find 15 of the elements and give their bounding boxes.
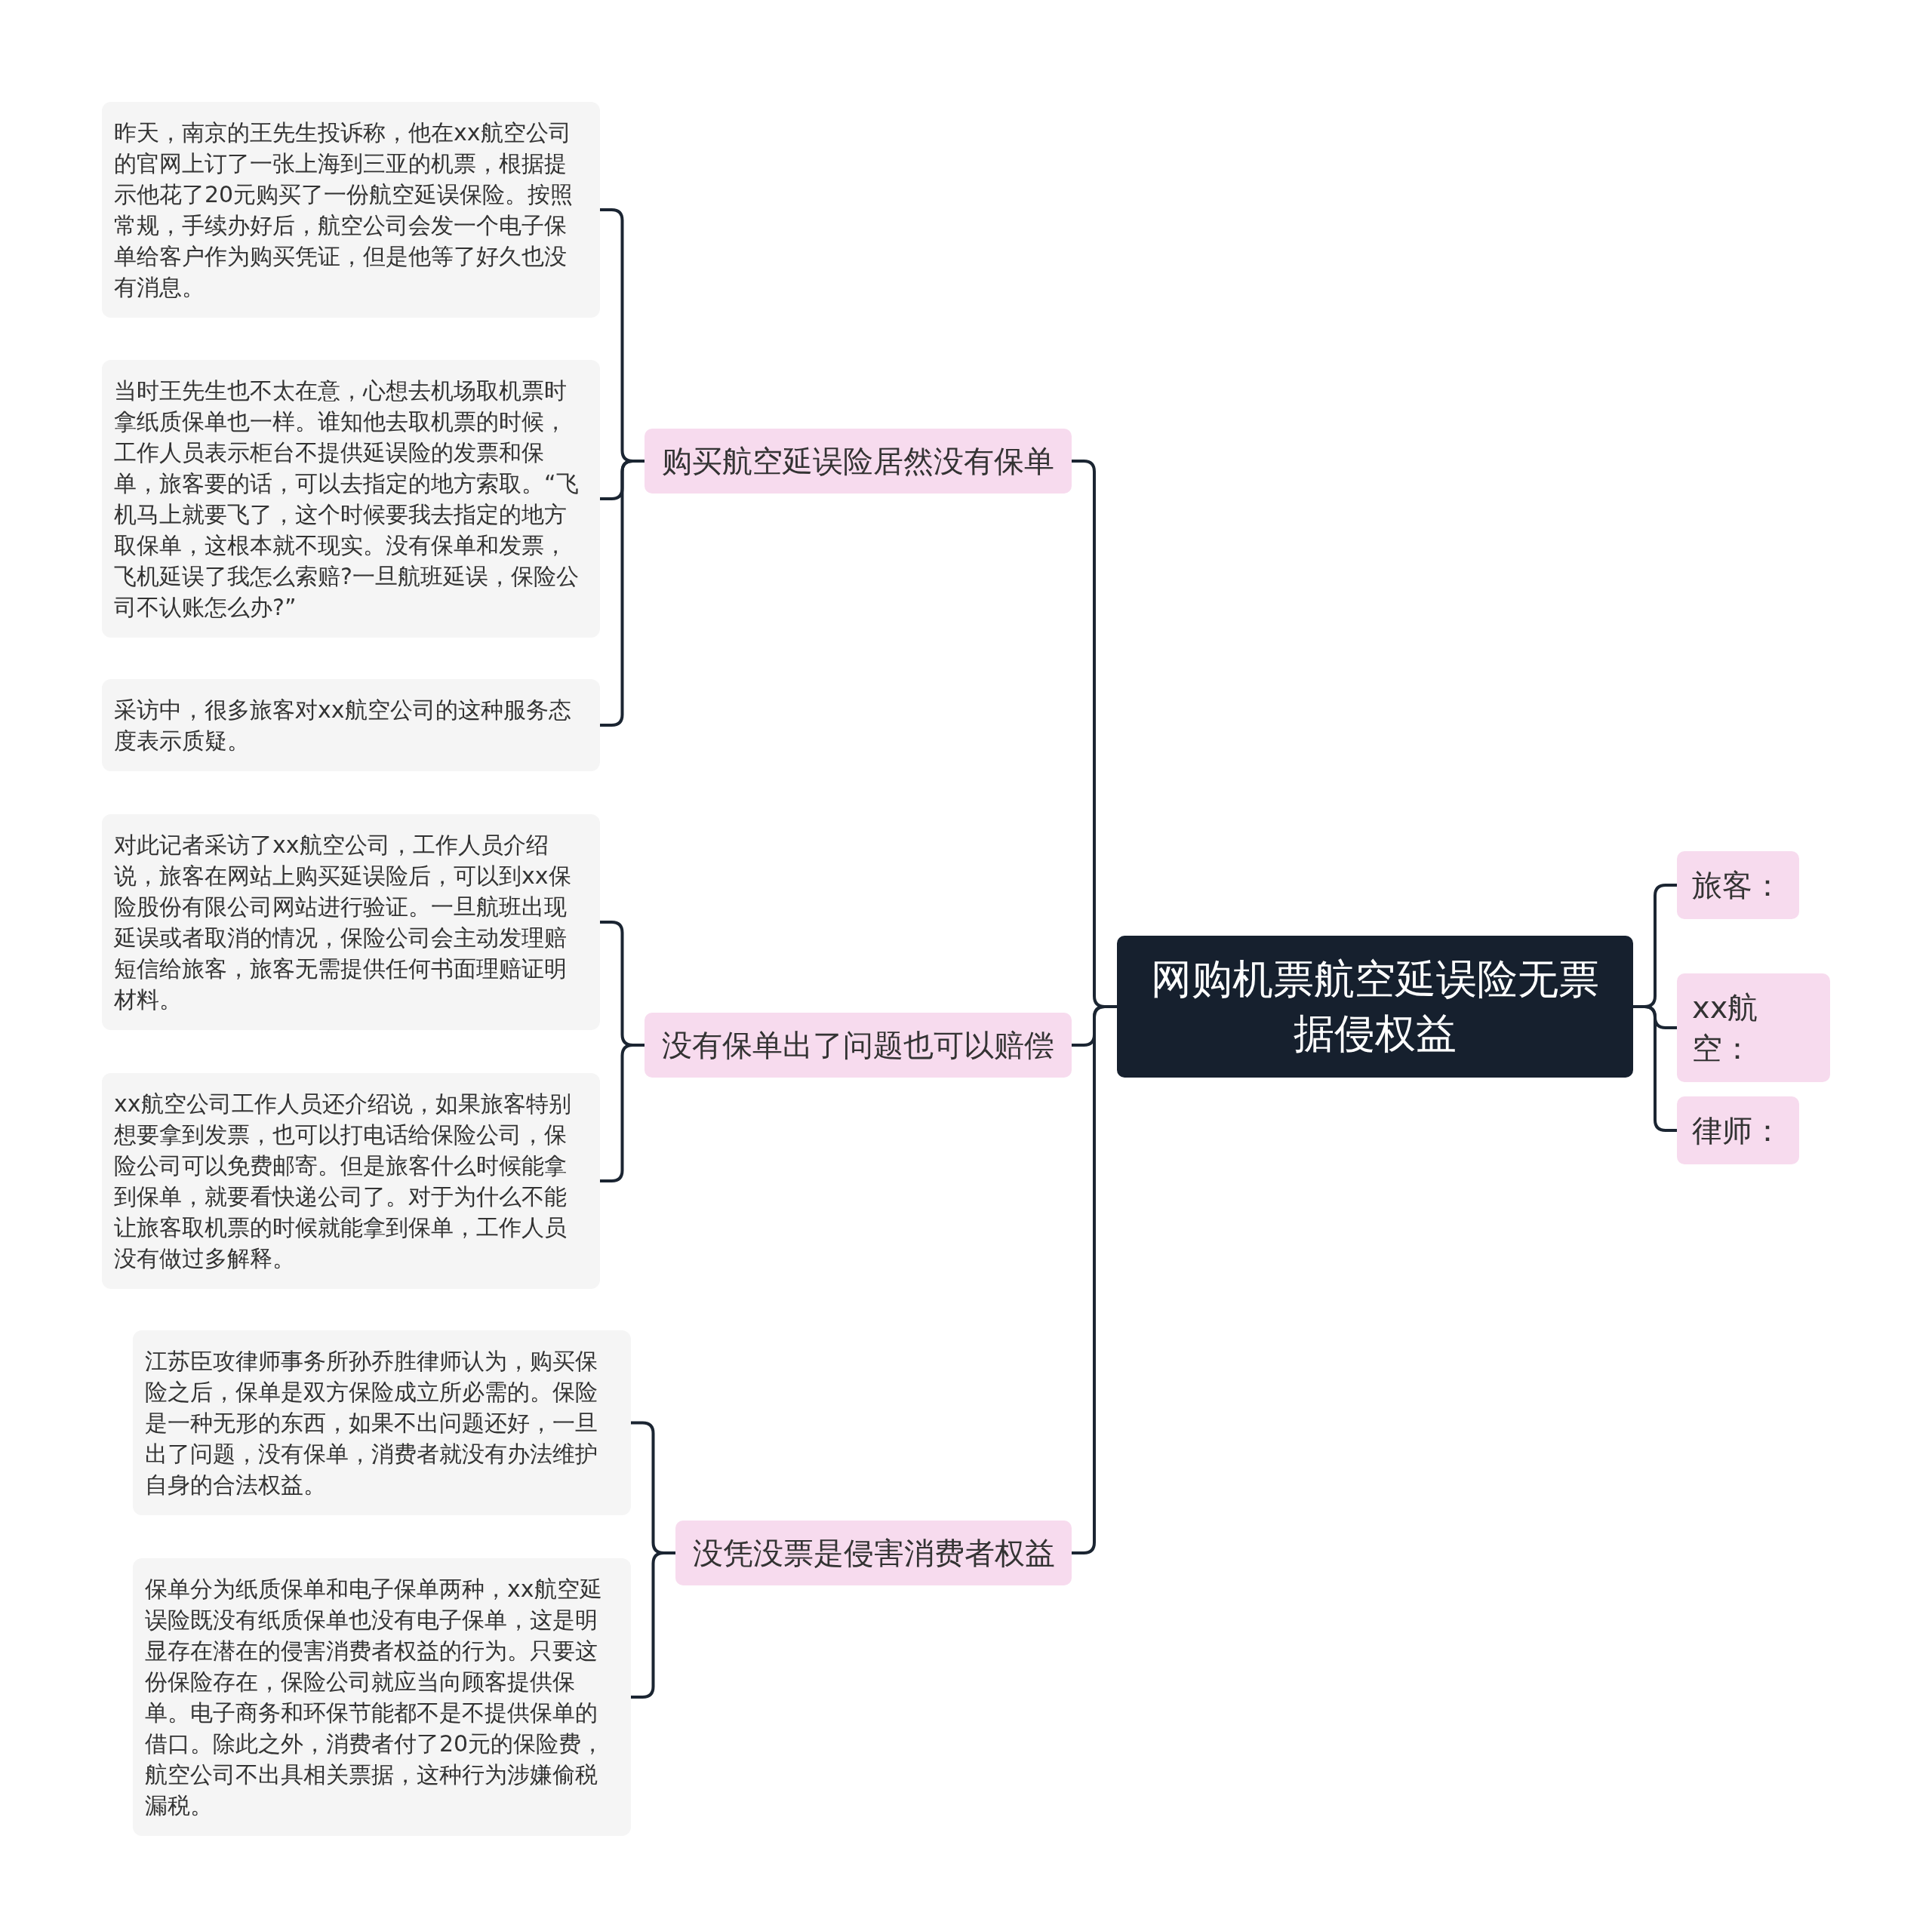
note-card: 昨天，南京的王先生投诉称，他在xx航空公司的官网上订了一张上海到三亚的机票，根据提示他花了20元购买了一份航空延误保险。按照常规，手续办好后，航空公司会发一个电子保单给客户作为购买凭证，但是他等了好久也没有消息。 xyxy=(102,102,600,318)
topic-box: 旅客： xyxy=(1677,851,1799,919)
topic-box: 没有保单出了问题也可以赔偿 xyxy=(645,1013,1072,1078)
topic-box: 律师： xyxy=(1677,1096,1799,1164)
central-topic-box: 网购机票航空延误险无票据侵权益 xyxy=(1117,936,1633,1078)
note-card: 当时王先生也不太在意，心想去机场取机票时拿纸质保单也一样。谁知他去取机票的时候，工作人员表示柜台不提供延误险的发票和保单，旅客要的话，可以去指定的地方索取。“飞机马上就要飞了，这个时候要我去指定的地方取保单，这根本就不现实。没有保单和发票，飞机延误了我怎么索赔?一旦航班延误，保险公司不认账怎么办?” xyxy=(102,360,600,638)
note-card: 对此记者采访了xx航空公司，工作人员介绍说，旅客在网站上购买延误险后，可以到xx保险股份有限公司网站进行验证。一旦航班出现延误或者取消的情况，保险公司会主动发理赔短信给旅客，旅客无需提供任何书面理赔证明材料。 xyxy=(102,814,600,1030)
connector-line xyxy=(1633,1005,1677,1132)
note-card: 江苏臣攻律师事务所孙乔胜律师认为，购买保险之后，保单是双方保险成立所必需的。保险是一种无形的东西，如果不出问题还好，一旦出了问题，没有保单，消费者就没有办法维护自身的合法权益。 xyxy=(133,1330,631,1515)
topic-box: 没凭没票是侵害消费者权益 xyxy=(675,1521,1072,1585)
note-card: xx航空公司工作人员还介绍说，如果旅客特别想要拿到发票，也可以打电话给保险公司，保险公司可以免费邮寄。但是旅客什么时候能拿到保单，就要看快递公司了。对于为什么不能让旅客取机票的时候就能拿到保单，工作人员没有做过多解释。 xyxy=(102,1073,600,1289)
topic-box: xx航空： xyxy=(1677,973,1830,1082)
note-card: 采访中，很多旅客对xx航空公司的这种服务态度表示质疑。 xyxy=(102,679,600,771)
topic-box: 购买航空延误险居然没有保单 xyxy=(645,429,1072,494)
note-card: 保单分为纸质保单和电子保单两种，xx航空延误险既没有纸质保单也没有电子保单，这是明显存在潜在的侵害消费者权益的行为。只要这份保险存在，保险公司就应当向顾客提供保单。电子商务和环保节能都不是不提供保单的借口。除此之外，消费者付了20元的保险费，航空公司不出具相关票据，这种行为涉嫌偷税漏税。 xyxy=(133,1558,631,1836)
